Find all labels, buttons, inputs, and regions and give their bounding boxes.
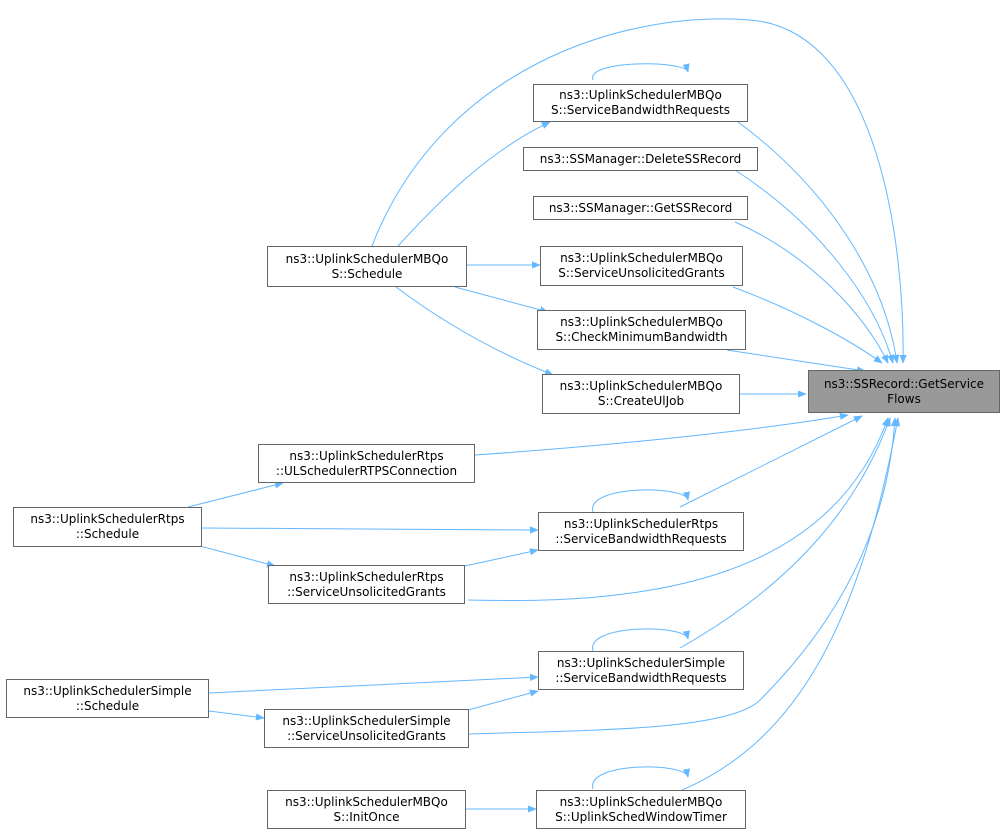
node-rtps-service-bandwidth-requests[interactable]: ns3::UplinkSchedulerRtps ::ServiceBandwi… <box>538 512 744 551</box>
node-label-line1: ns3::UplinkSchedulerRtps <box>30 512 185 526</box>
node-label-line1: ns3::UplinkSchedulerMBQo <box>559 379 723 393</box>
node-label-line2: S::ServiceBandwidthRequests <box>551 103 730 117</box>
node-label-line2: ::ULSchedulerRTPSConnection <box>275 463 458 478</box>
node-rtps-schedule[interactable]: ns3::UplinkSchedulerRtps ::Schedule <box>13 507 202 547</box>
edge-mbqos-sbr-to-target <box>737 121 900 364</box>
edge-delete-ss-to-target <box>734 169 895 364</box>
edge-mbqos-uswt-to-target <box>679 417 901 792</box>
node-simple-schedule[interactable]: ns3::UplinkSchedulerSimple ::Schedule <box>6 679 209 718</box>
node-label-line2: ::ServiceBandwidthRequests <box>555 670 727 685</box>
node-label-line2: ::ServiceUnsolicitedGrants <box>287 584 446 599</box>
node-ssmanager-delete-ssrecord[interactable]: ns3::SSManager::DeleteSSRecord <box>523 147 758 171</box>
node-label-line2: ::Schedule <box>75 527 140 541</box>
node-label-line1: ns3::UplinkSchedulerMBQo <box>559 794 723 809</box>
node-mbqos-init-once[interactable]: ns3::UplinkSchedulerMBQo S::InitOnce <box>267 790 466 829</box>
edge-rtps-schedule-to-ulc <box>187 481 284 508</box>
node-mbqos-uplink-sched-window-timer[interactable]: ns3::UplinkSchedulerMBQo S::UplinkSchedW… <box>536 790 746 829</box>
node-mbqos-check-minimum-bandwidth[interactable]: ns3::UplinkSchedulerMBQo S::CheckMinimum… <box>537 310 746 350</box>
node-label-line1: ns3::UplinkSchedulerSimple <box>556 655 726 670</box>
edge-mbqos-schedule-to-cmb <box>454 286 549 314</box>
node-label-line1: ns3::UplinkSchedulerSimple <box>23 683 192 698</box>
self-loop-mbqos-uswt <box>592 766 690 790</box>
node-mbqos-schedule[interactable]: ns3::UplinkSchedulerMBQo S::Schedule <box>267 246 467 287</box>
self-loop-rtps-sbr <box>592 489 690 513</box>
node-label-line1: ns3::UplinkSchedulerRtps <box>563 516 719 531</box>
node-label-line1: ns3::SSRecord::GetService <box>823 376 985 391</box>
edge-mbqos-sug-to-target <box>732 286 883 364</box>
edge-rtps-sug-to-sbr <box>464 548 539 567</box>
node-label-line2: ::ServiceUnsolicitedGrants <box>287 728 446 743</box>
node-label-line1: ns3::UplinkSchedulerMBQo <box>560 251 723 265</box>
edge-rtps-schedule-to-sbr <box>201 526 539 534</box>
node-label-line1: ns3::UplinkSchedulerMBQo <box>285 251 449 266</box>
node-label-line1: ns3::UplinkSchedulerMBQo <box>285 794 448 809</box>
node-label-line2: ::Schedule <box>75 698 140 713</box>
edge-simple-sug-to-target <box>468 417 899 735</box>
node-label-line1: ns3::UplinkSchedulerMBQo <box>560 315 723 329</box>
node-label-line2: S::ServiceUnsolicitedGrants <box>558 266 725 280</box>
node-label-line1: ns3::UplinkSchedulerMBQo <box>559 88 722 102</box>
self-loop-simple-sbr <box>592 628 690 652</box>
node-simple-service-unsolicited-grants[interactable]: ns3::UplinkSchedulerSimple ::ServiceUnso… <box>264 709 469 748</box>
edge-mbqos-cmb-to-target <box>726 349 866 374</box>
node-rtps-service-unsolicited-grants[interactable]: ns3::UplinkSchedulerRtps ::ServiceUnsoli… <box>268 565 465 604</box>
node-label-line2: S::UplinkSchedWindowTimer <box>555 809 727 824</box>
node-mbqos-service-unsolicited-grants[interactable]: ns3::UplinkSchedulerMBQo S::ServiceUnsol… <box>540 246 743 286</box>
node-label-line2: ::ServiceBandwidthRequests <box>555 531 727 546</box>
edge-simple-sbr-to-target <box>679 417 891 649</box>
node-mbqos-create-uljob[interactable]: ns3::UplinkSchedulerMBQo S::CreateUlJob <box>542 374 740 414</box>
node-ssmanager-get-ssrecord[interactable]: ns3::SSManager::GetSSRecord <box>533 196 748 220</box>
node-label-line1: ns3::UplinkSchedulerRtps <box>289 569 444 584</box>
edge-mbqos-schedule-to-cuj <box>395 286 554 376</box>
node-mbqos-service-bandwidth-requests[interactable]: ns3::UplinkSchedulerMBQo S::ServiceBandw… <box>533 84 748 122</box>
node-label-line2: S::CheckMinimumBandwidth <box>555 330 728 344</box>
node-label-line2: S::Schedule <box>331 266 403 281</box>
node-label-line1: ns3::SSManager::DeleteSSRecord <box>539 151 742 166</box>
node-label-line2: Flows <box>887 391 921 406</box>
node-rtps-ulscheduler-rtps-connection[interactable]: ns3::UplinkSchedulerRtps ::ULSchedulerRT… <box>258 444 475 483</box>
edge-get-ss-to-target <box>734 221 889 364</box>
edge-rtps-sbr-to-target <box>679 415 863 508</box>
edge-mbqos-schedule-to-target <box>371 18 907 364</box>
node-label-line2: S::InitOnce <box>333 809 400 824</box>
node-label-line2: S::CreateUlJob <box>597 394 685 408</box>
edge-mbqos-schedule-to-sbr <box>397 121 551 247</box>
edge-simple-schedule-to-sbr <box>208 673 539 694</box>
edge-rtps-ulc-to-target <box>474 412 849 456</box>
node-simple-service-bandwidth-requests[interactable]: ns3::UplinkSchedulerSimple ::ServiceBand… <box>538 651 744 690</box>
node-label-line1: ns3::UplinkSchedulerRtps <box>289 448 444 463</box>
edge-rtps-sug-to-target <box>467 417 889 602</box>
node-label-line1: ns3::UplinkSchedulerSimple <box>282 713 451 728</box>
edge-simple-schedule-to-sug <box>208 710 265 721</box>
node-label-line1: ns3::SSManager::GetSSRecord <box>548 200 733 215</box>
self-loop-mbqos-sbr <box>592 63 690 81</box>
edge-rtps-schedule-to-sug <box>199 545 276 568</box>
edge-simple-sug-to-sbr <box>467 689 539 711</box>
node-ssrecord-getserviceflows: ns3::SSRecord::GetService Flows <box>808 370 1000 413</box>
